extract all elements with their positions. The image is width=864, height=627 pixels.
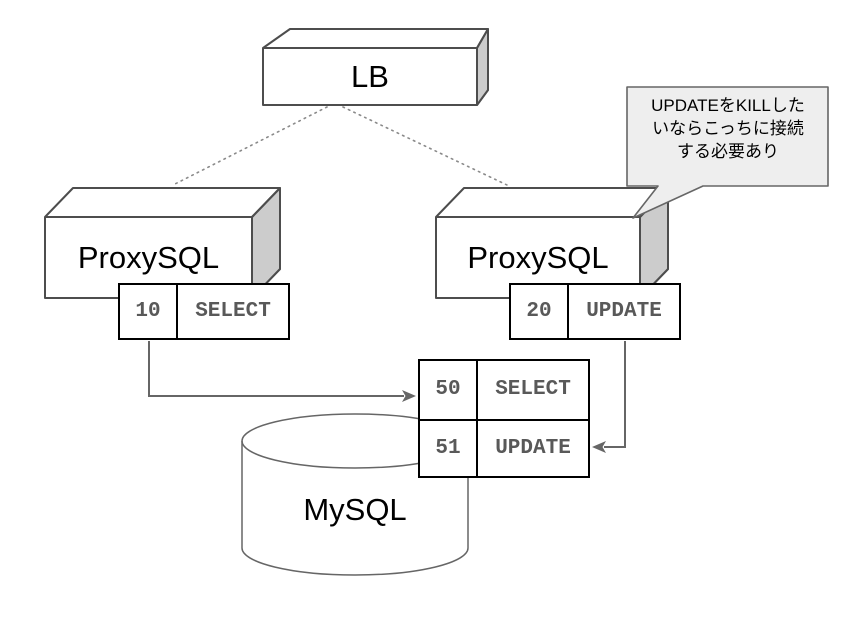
lb-node-shape	[262, 28, 489, 106]
mysql-cylinder-body	[241, 413, 469, 576]
arrow-left-session-to-mysql	[148, 341, 416, 402]
proxysql-left-cube-outline	[44, 187, 281, 299]
session-id-cell: 51	[420, 418, 478, 476]
proxysql-left-cube-edges	[45, 187, 281, 218]
session-id-cell: 10	[120, 285, 178, 338]
link-lb-to-proxysql-right	[342, 106, 508, 186]
link-lb-to-proxysql-left	[174, 106, 328, 185]
session-query-cell: SELECT	[495, 378, 571, 402]
session-query-cell: UPDATE	[478, 418, 588, 477]
arrowhead-left-icon	[592, 441, 606, 453]
lb-links	[174, 106, 508, 186]
proxysql-left-node-shape	[44, 187, 281, 299]
lb-cube-edges	[263, 28, 489, 49]
arrow-right-session-to-mysql	[592, 341, 626, 453]
proxysql-right-node-shape	[435, 187, 669, 299]
mysql-session-table: 50 SELECT 51 UPDATE	[418, 359, 590, 478]
mysql-node-shape	[241, 413, 469, 576]
proxysql-left-session-table: 10 SELECT	[118, 283, 290, 340]
session-id-cell: 50	[420, 361, 478, 419]
lb-cube-outline	[262, 28, 489, 106]
callout-bubble	[626, 86, 829, 219]
arrowhead-right-icon	[402, 390, 416, 402]
session-id-cell: 20	[511, 285, 569, 338]
session-query-cell: SELECT	[195, 300, 271, 323]
proxysql-right-session-table: 20 UPDATE	[509, 283, 681, 340]
session-query-cell: UPDATE	[586, 300, 662, 323]
proxysql-right-cube-outline	[435, 187, 669, 299]
